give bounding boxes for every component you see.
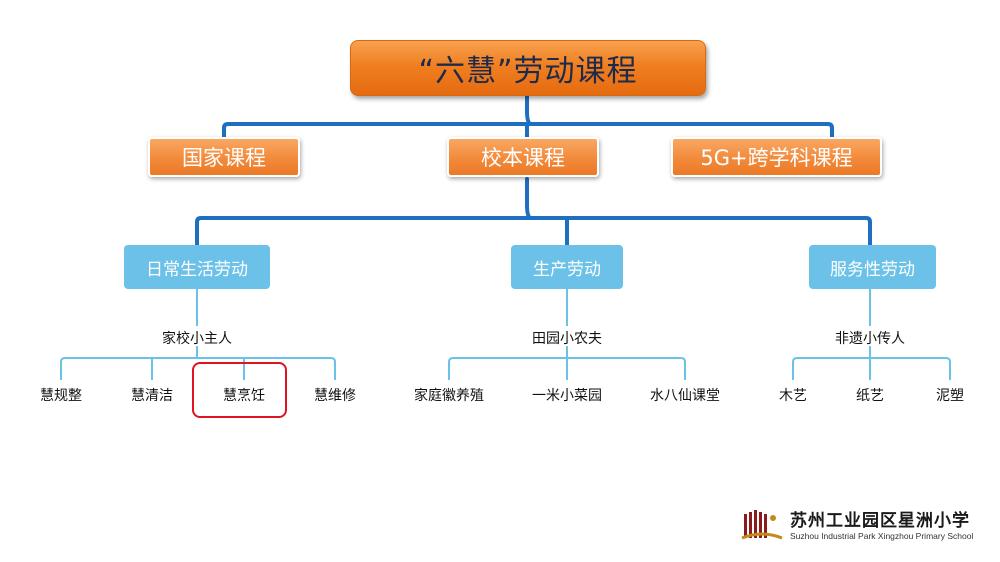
leaf-label: 纸艺 — [856, 388, 884, 404]
leaf-label: 一米小菜园 — [532, 388, 602, 404]
leaf-label: 慧维修 — [314, 388, 356, 404]
leaf-label: 泥塑 — [936, 388, 964, 404]
school-emblem-icon — [740, 508, 784, 544]
leaf-label: 慧清洁 — [131, 388, 173, 404]
school-logo: 苏州工业园区星洲小学 Suzhou Industrial Park Xingzh… — [740, 506, 980, 546]
sub-label-heritage-successor: 非遗小传人 — [835, 331, 905, 347]
leaf-label: 家庭徽养殖 — [414, 388, 484, 404]
highlight-box — [192, 362, 287, 418]
school-name-cn: 苏州工业园区星洲小学 — [790, 510, 970, 531]
node-5g-interdisciplinary: 5G+跨学科课程 — [671, 137, 882, 177]
leaf-label: 水八仙课堂 — [650, 388, 720, 404]
diagram-title: “六慧”劳动课程 — [350, 40, 706, 96]
sub-label-garden-farmer: 田园小农夫 — [532, 331, 602, 347]
sub-label-home-school-master: 家校小主人 — [162, 331, 232, 347]
node-school-curriculum: 校本课程 — [447, 137, 599, 177]
node-daily-life-labor: 日常生活劳动 — [124, 245, 270, 289]
leaf-label-highlighted: 慧烹饪 — [223, 388, 265, 404]
node-national-curriculum: 国家课程 — [148, 137, 300, 177]
node-production-labor: 生产劳动 — [511, 245, 623, 289]
leaf-label: 木艺 — [779, 388, 807, 404]
leaf-label: 慧规整 — [40, 388, 82, 404]
school-name-en: Suzhou Industrial Park Xingzhou Primary … — [790, 530, 974, 541]
node-service-labor: 服务性劳动 — [809, 245, 936, 289]
